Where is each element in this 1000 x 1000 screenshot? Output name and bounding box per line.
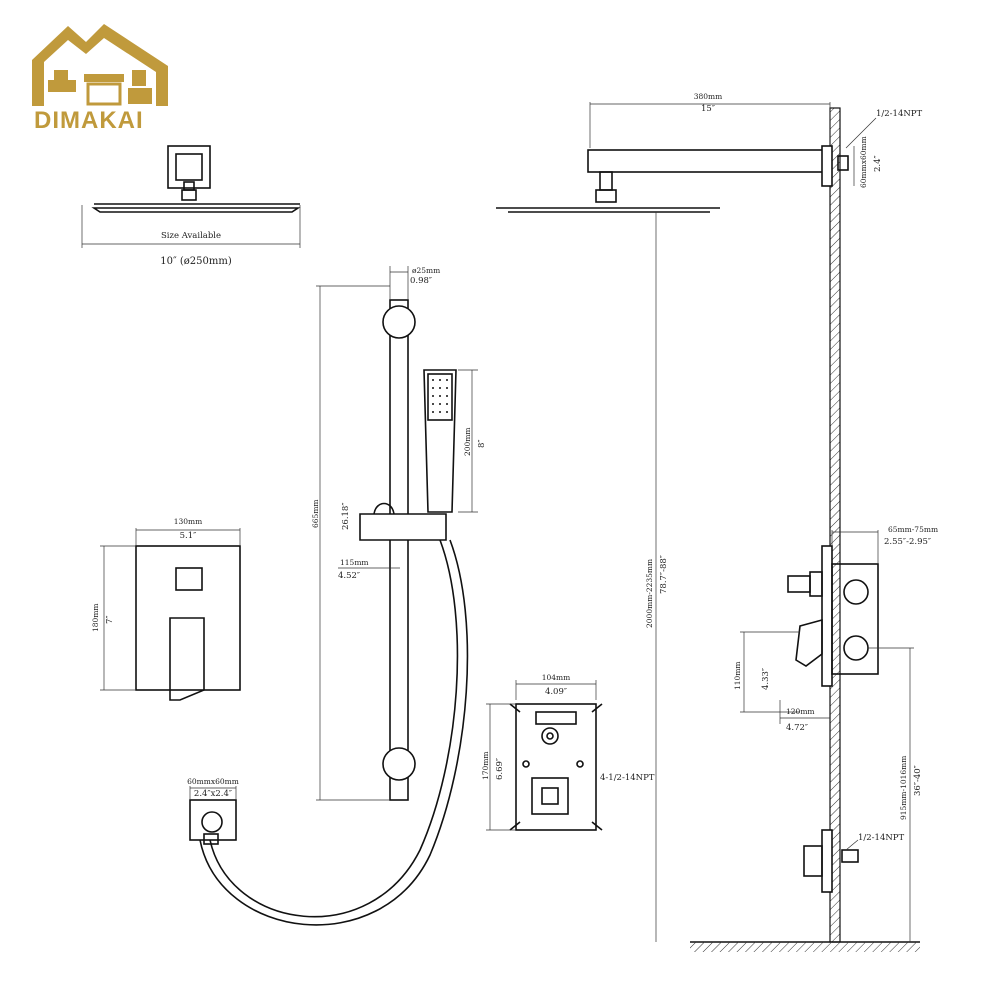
hand-shower: 200mm 8″ bbox=[423, 369, 487, 513]
arm-length-in: 15″ bbox=[701, 104, 715, 114]
bar-diameter-in: 0.98″ bbox=[410, 276, 432, 286]
valve-body-width-in: 4.09″ bbox=[545, 687, 567, 697]
handle-height-mm: 110mm bbox=[733, 661, 742, 690]
valve-body-front-view: 104mm 4.09″ 170mm 6.69″ 4-1/2-14NPT bbox=[481, 673, 655, 831]
valve-height-in: 36″-40″ bbox=[913, 765, 923, 796]
total-height-mm: 2000mm-2235mm bbox=[645, 559, 654, 628]
valve-body-height-in: 6.69″ bbox=[495, 758, 505, 780]
slide-bar: 665mm 26.18″ ø25mm 0.98″ 115mm 4.52″ bbox=[311, 266, 447, 801]
outlet-size-in: 2.4″x2.4″ bbox=[194, 789, 232, 799]
arm-length-mm: 380mm bbox=[694, 92, 723, 101]
bar-length-in: 26.18″ bbox=[341, 502, 351, 530]
arm-thread: 1/2-14NPT bbox=[876, 109, 923, 119]
total-height-in: 78.7″-88″ bbox=[659, 555, 669, 594]
hand-shower-length-mm: 200mm bbox=[463, 427, 472, 456]
head-size-label: 10″ (ø250mm) bbox=[160, 256, 232, 267]
valve-depth-mm: 65mm-75mm bbox=[888, 525, 938, 534]
flange-size-mm: 60mmx60mm bbox=[859, 136, 868, 188]
brand-name: DIMAKAI bbox=[34, 107, 144, 134]
handle-height-in: 4.33″ bbox=[761, 668, 771, 690]
bar-length-mm: 665mm bbox=[311, 499, 320, 528]
holder-height-in: 4.52″ bbox=[338, 571, 360, 581]
valve-body-width-mm: 104mm bbox=[542, 673, 571, 682]
bar-diameter-mm: ø25mm bbox=[412, 266, 440, 275]
valve-height-mm: 915mm-1016mm bbox=[899, 756, 908, 820]
handle-width-mm: 120mm bbox=[786, 707, 815, 716]
size-available-caption: Size Available bbox=[161, 231, 221, 241]
trim-height-in: 7″ bbox=[105, 615, 115, 624]
valve-body-thread: 4-1/2-14NPT bbox=[600, 773, 655, 783]
shower-head-front-view: Size Available 10″ (ø250mm) bbox=[81, 145, 301, 267]
trim-width-in: 5.1″ bbox=[180, 531, 197, 541]
handle-width-in: 4.72″ bbox=[786, 723, 808, 733]
shower-arm-side-view: 380mm 15″ 1/2-14NPT 60mmx60mm 2.4″ 2000m… bbox=[496, 92, 923, 952]
valve-side-view: 65mm-75mm 2.55″-2.95″ 110mm 4.33″ 120mm … bbox=[733, 525, 938, 942]
trim-width-mm: 130mm bbox=[174, 517, 203, 526]
valve-depth-in: 2.55″-2.95″ bbox=[884, 537, 931, 547]
outlet-size-mm: 60mmx60mm bbox=[187, 777, 239, 786]
brand-logo: DIMAKAI bbox=[32, 24, 168, 134]
hand-shower-length-in: 8″ bbox=[477, 439, 487, 448]
holder-height-mm: 115mm bbox=[340, 558, 369, 567]
hose-and-outlet: 60mmx60mm 2.4″x2.4″ bbox=[187, 539, 469, 926]
flange-size-in: 2.4″ bbox=[873, 155, 883, 172]
valve-body-height-mm: 170mm bbox=[481, 751, 490, 780]
trim-plate-front-view: 130mm 5.1″ 180mm 7″ bbox=[91, 517, 241, 701]
lower-outlet-side-view: 1/2-14NPT bbox=[803, 829, 905, 893]
outlet-thread: 1/2-14NPT bbox=[858, 833, 905, 843]
trim-height-mm: 180mm bbox=[91, 603, 100, 632]
